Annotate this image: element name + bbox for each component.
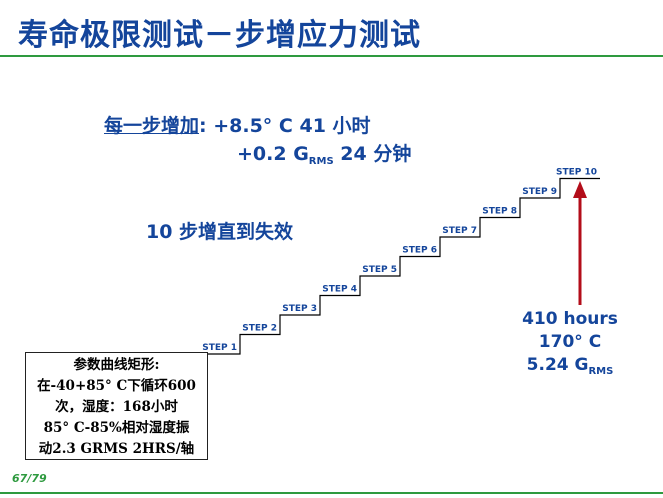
step-label: STEP 6 [402,246,437,256]
step-label: STEP 9 [522,187,557,197]
step-label: STEP 10 [556,168,597,178]
page-number: 67/79 [12,472,47,485]
per-step-grms-time: 24 分钟 [333,143,412,165]
final-step-arrow [573,181,587,305]
per-step-label: 每一步增加 [104,115,200,137]
profile-parameters-box: 参数曲线矩形: 在-40+85° C下循环600 次，湿度：168小时 85° … [25,352,208,460]
step-label: STEP 5 [362,265,397,275]
step-label: STEP 3 [282,304,317,314]
step-label: STEP 7 [442,226,477,236]
per-step-increment: 每一步增加: +8.5° C 41 小时 +0.2 GRMS 24 分钟 [104,112,411,176]
failure-result: 410 hours 170° C 5.24 GRMS [520,308,620,383]
per-step-temp-time: : +8.5° C 41 小时 [199,115,371,137]
param-line: 85° C-85%相对湿度振 [43,420,190,436]
staircase-line [200,177,600,355]
step-label: STEP 1 [202,343,237,353]
per-step-grms-value: +0.2 G [237,143,309,165]
param-line: 动2.3 GRMS 2HRS/轴 [38,441,195,457]
title-divider [0,55,663,57]
per-step-line-2: +0.2 GRMS 24 分钟 [104,140,411,176]
result-grms-subscript: RMS [588,366,614,377]
step-label: STEP 8 [482,207,517,217]
result-grms: 5.24 GRMS [520,354,620,383]
result-grms-value: 5.24 G [526,355,589,375]
per-step-grms-subscript: RMS [308,156,334,167]
steps-until-failure: 10 步增直到失效 [146,221,294,243]
result-temp: 170° C [538,332,602,352]
footer-divider [0,492,663,494]
per-step-line-1: 每一步增加: +8.5° C 41 小时 [104,112,411,140]
param-line: 参数曲线矩形: [73,357,160,373]
step-label: STEP 2 [242,324,277,334]
param-line: 在-40+85° C下循环600 [37,378,196,394]
step-label: STEP 4 [322,285,357,295]
param-line: 次，湿度：168小时 [55,399,178,415]
result-hours: 410 hours [522,309,618,329]
page-title: 寿命极限测试－步增应力测试 [18,18,421,53]
